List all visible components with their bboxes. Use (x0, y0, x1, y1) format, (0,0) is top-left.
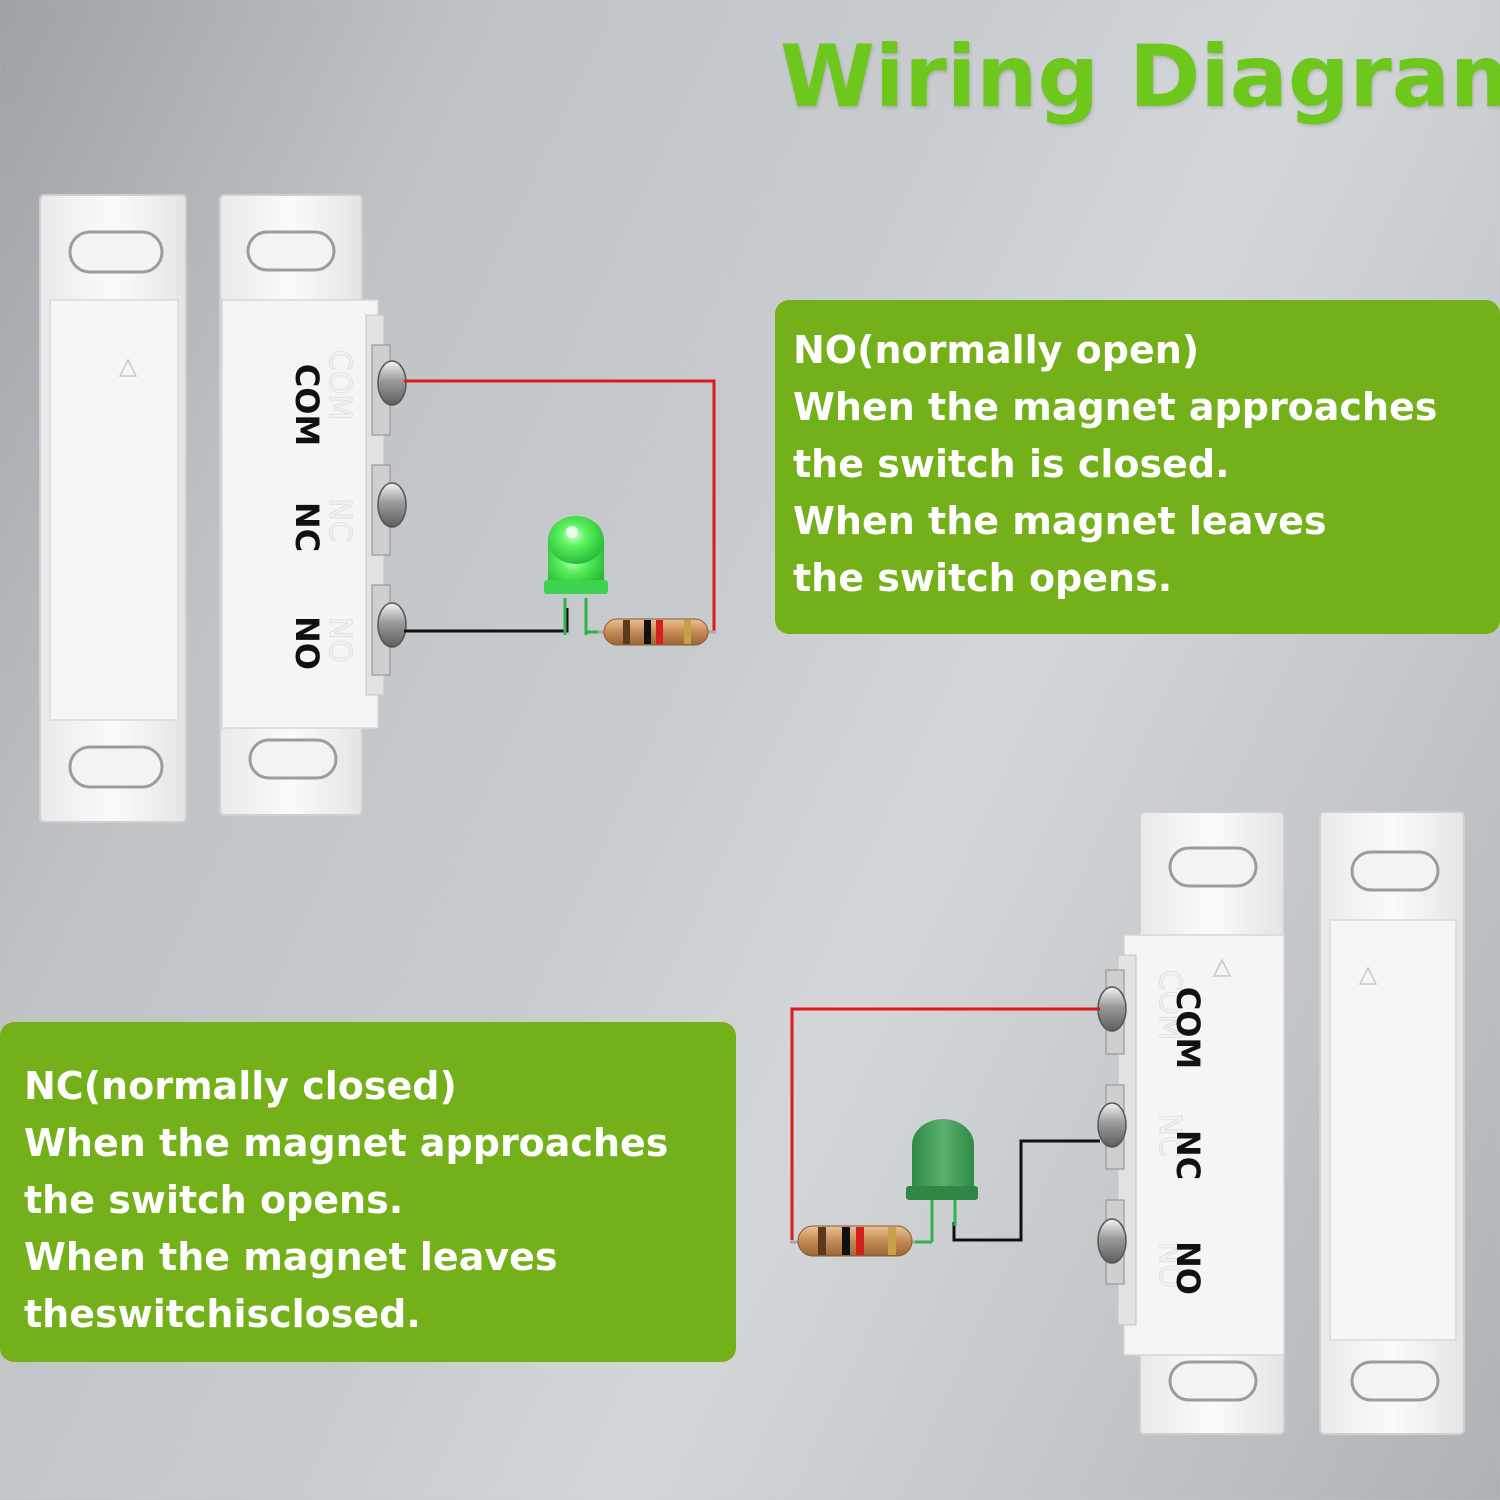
no-line-approach: When the magnet approaches (793, 385, 1438, 429)
no-magnet-bar (39, 194, 187, 823)
nc-screw-no (1097, 1199, 1127, 1285)
no-resistor (598, 618, 716, 646)
no-screw-no (371, 584, 407, 676)
no-heading: NO(normally open) (793, 328, 1200, 372)
nc-screw-com (1097, 969, 1127, 1055)
no-red-wire (404, 379, 716, 633)
no-line-leaves: When the magnet leaves (793, 499, 1327, 543)
nc-red-wire (790, 1007, 1100, 1240)
svg-text:NC: NC (1152, 1113, 1187, 1156)
svg-text:COM: COM (322, 350, 357, 420)
no-line-opens: the switch opens. (793, 556, 1173, 600)
svg-text:NO: NO (322, 617, 357, 663)
nc-line-closed: theswitchisclosed. (24, 1292, 421, 1336)
no-line-closed: the switch is closed. (793, 442, 1230, 486)
nc-heading: NC(normally closed) (24, 1064, 457, 1108)
no-black-wire (404, 608, 569, 633)
nc-line-leaves: When the magnet leaves (24, 1235, 558, 1279)
svg-text:NC: NC (322, 498, 357, 541)
no-switch-body: COM NC NO COM NC NO (219, 194, 385, 816)
diagram-title: Wiring Diagram (780, 27, 1500, 127)
nc-explanation-box: NC(normally closed) When the magnet appr… (0, 1022, 736, 1362)
nc-line-opens: the switch opens. (24, 1178, 404, 1222)
nc-magnet-bar (1319, 811, 1465, 1435)
no-screw-com (371, 344, 407, 436)
nc-label-com: COM (1169, 987, 1207, 1070)
nc-switch-body: COM NC NO COM NC NO (1117, 811, 1285, 1435)
no-explanation-box: NO(normally open) When the magnet approa… (775, 300, 1500, 634)
no-screw-nc (371, 464, 407, 556)
no-label-nc: NC (288, 502, 326, 552)
no-led-lit (544, 516, 608, 635)
nc-label-nc: NC (1169, 1130, 1207, 1180)
no-label-no: NO (288, 616, 326, 670)
nc-led-unlit (906, 1119, 978, 1244)
nc-resistor (790, 1225, 915, 1257)
nc-line-approach: When the magnet approaches (24, 1121, 669, 1165)
svg-text:NO: NO (1152, 1242, 1187, 1288)
nc-screw-nc (1097, 1084, 1127, 1170)
svg-text:COM: COM (1152, 970, 1187, 1040)
nc-black-wire (952, 1139, 1100, 1242)
nc-label-no: NO (1169, 1241, 1207, 1295)
no-label-com: COM (288, 364, 326, 447)
